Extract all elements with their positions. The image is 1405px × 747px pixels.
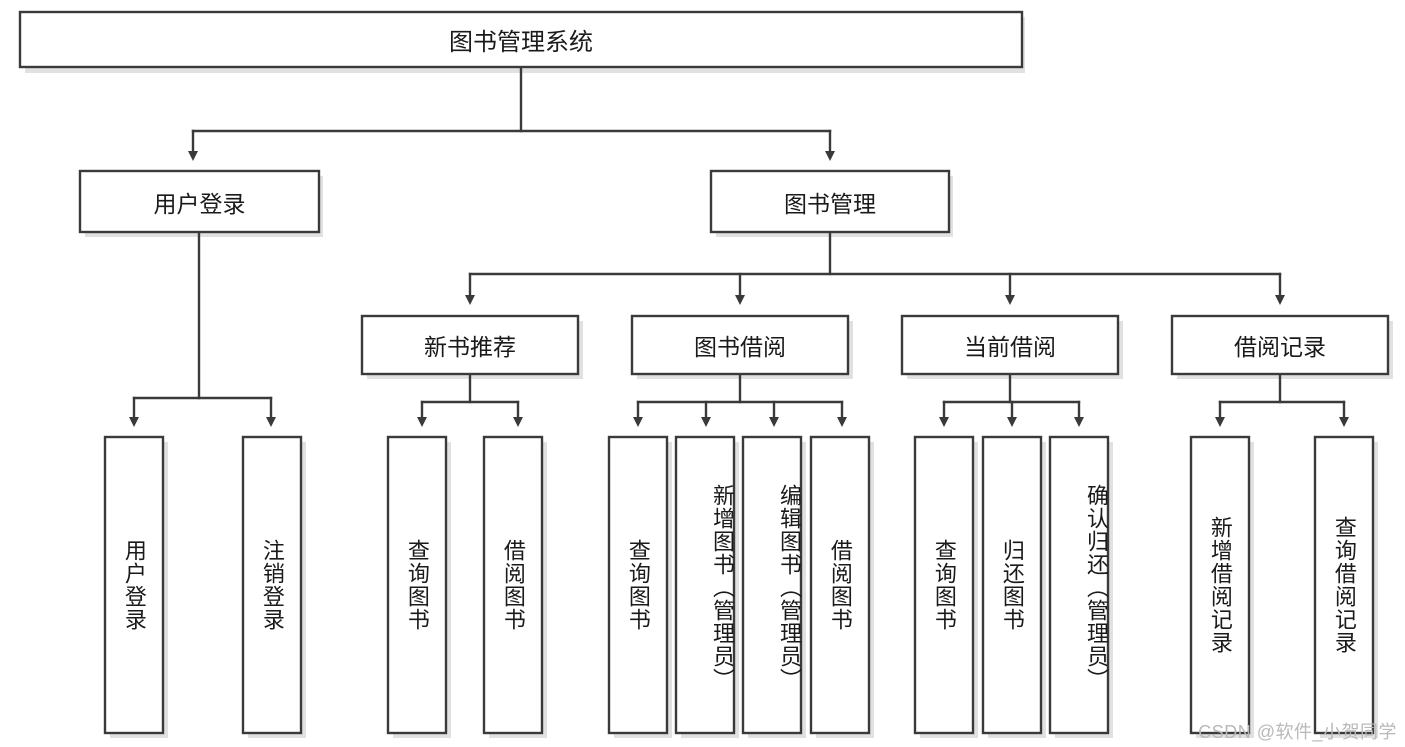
connector-bookborrow-to-leaves (633, 372, 847, 427)
leaf-book-borrow-1[interactable] (674, 435, 736, 735)
leaf-user-login-1[interactable] (241, 435, 303, 735)
leaf-borrow-record-1[interactable] (1313, 435, 1375, 735)
leaf-current-borrow-1[interactable] (981, 435, 1043, 735)
leaf-current-borrow-2[interactable] (1048, 435, 1110, 735)
node-book-borrow[interactable] (630, 314, 850, 376)
node-user-login[interactable] (78, 169, 321, 234)
connector-bookmgmt-to-level3 (465, 230, 1285, 305)
node-book-management[interactable] (709, 169, 951, 234)
connector-root-to-level2 (188, 65, 835, 161)
leaf-current-borrow-0[interactable] (913, 435, 975, 735)
leaf-new-book-0[interactable] (386, 435, 448, 735)
node-borrow-record[interactable] (1170, 314, 1390, 376)
node-root[interactable] (18, 10, 1024, 69)
connector-currentborrow-to-leaves (939, 372, 1084, 427)
node-new-book-recommend[interactable] (360, 314, 580, 376)
leaf-borrow-record-0[interactable] (1189, 435, 1251, 735)
leaf-user-login-0[interactable] (103, 435, 165, 735)
leaf-book-borrow-0[interactable] (607, 435, 669, 735)
leaf-book-borrow-2[interactable] (741, 435, 803, 735)
connector-newbook-to-leaves (417, 372, 523, 427)
node-current-borrow[interactable] (900, 314, 1120, 376)
connector-borrowrecord-to-leaves (1215, 372, 1349, 427)
connector-userlogin-to-leaves (129, 230, 276, 427)
leaf-new-book-1[interactable] (482, 435, 544, 735)
leaf-book-borrow-3[interactable] (809, 435, 871, 735)
